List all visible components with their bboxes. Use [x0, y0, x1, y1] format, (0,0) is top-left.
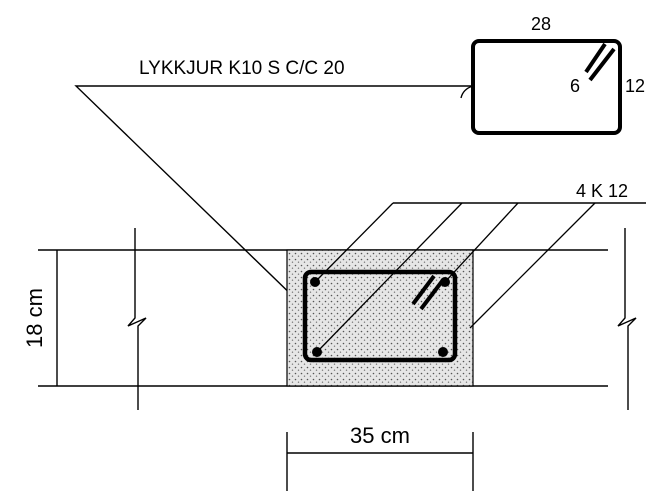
stirrup-label: LYKKJUR K10 S C/C 20 — [139, 58, 345, 79]
stirrup-detail-width: 28 — [531, 14, 551, 34]
section-stirrup-hook — [411, 274, 436, 306]
rebar-leader-1 — [314, 202, 394, 283]
rebar-label: 4 K 12 — [576, 181, 628, 201]
height-dimension-label: 18 cm — [22, 288, 47, 348]
stirrup-detail-hook-length: 6 — [570, 76, 580, 96]
section-stirrup-hook — [419, 278, 445, 311]
width-dimension-label: 35 cm — [350, 423, 410, 448]
stirrup-detail-hook — [588, 47, 616, 82]
right-break-line — [617, 228, 637, 410]
rebar-leader-4 — [469, 202, 596, 329]
rebar-leader-3 — [444, 202, 519, 283]
left-break-line — [127, 228, 147, 410]
section-stirrup — [302, 269, 458, 363]
stirrup-detail-hook — [584, 42, 607, 74]
stirrup-leader-arrow — [460, 85, 474, 99]
rebar-bottom-right — [438, 347, 448, 357]
stirrup-detail-rect — [471, 39, 622, 135]
rebar-leader-2 — [316, 202, 463, 353]
stirrup-leader-line — [74, 85, 473, 307]
stirrup-detail-height: 12 — [625, 76, 645, 96]
